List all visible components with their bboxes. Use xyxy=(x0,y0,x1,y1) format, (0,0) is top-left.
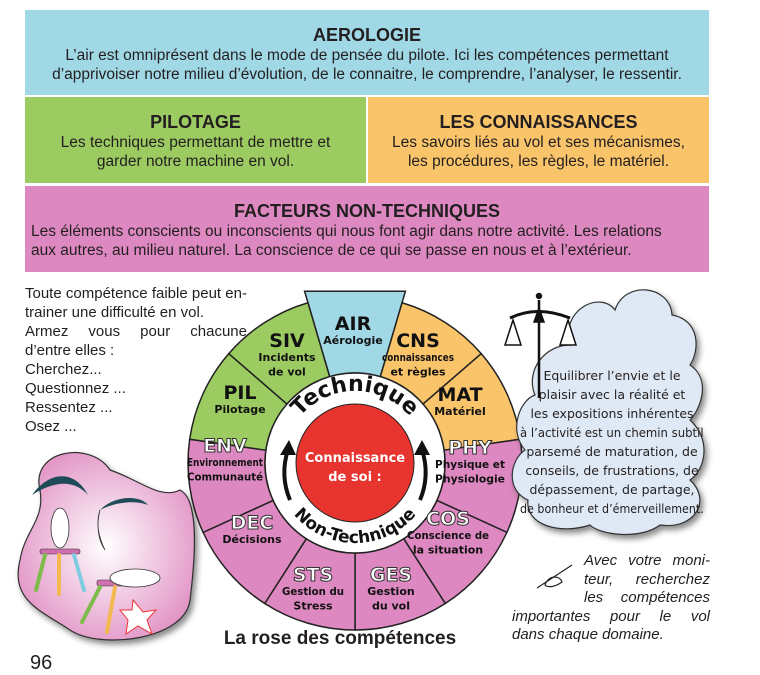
text-line: Equilibrer l’envie et le xyxy=(543,368,681,383)
text-line: dans chaque domaine. xyxy=(512,626,664,643)
segment-code: ENV xyxy=(203,435,247,457)
pen-writing-icon xyxy=(536,564,573,589)
center-circle xyxy=(295,403,415,523)
segment-label: Stress xyxy=(293,600,333,613)
figure-caption: La rose des compétences xyxy=(223,628,457,649)
text-line: trainer une difficulté en vol. xyxy=(25,304,204,321)
section-text: Les techniques permettant de mettre et xyxy=(60,134,331,151)
segment-label: Physique et xyxy=(435,458,505,471)
connaissances-section: LES CONNAISSANCES Les savoirs liés au vo… xyxy=(368,97,709,183)
segment-label: Conscience de xyxy=(407,529,489,542)
text-line: Osez ... xyxy=(25,418,77,435)
segment-label: du vol xyxy=(372,600,410,613)
text-line: parsemé de maturation, de xyxy=(526,444,698,459)
thought-cloud xyxy=(511,289,705,536)
non-techniques-section: FACTEURS NON-TECHNIQUES Les éléments con… xyxy=(25,186,709,272)
segment-label: Communauté xyxy=(187,471,263,484)
segment-label: connaissances xyxy=(382,351,454,364)
section-title: PILOTAGE xyxy=(150,112,241,132)
section-text: Les savoirs liés au vol et ses mécanisme… xyxy=(392,134,685,151)
segment-code: STS xyxy=(293,564,333,586)
balance-scale-icon xyxy=(503,292,578,398)
segment-code: CNS xyxy=(396,330,440,352)
section-title: FACTEURS NON-TECHNIQUES xyxy=(233,201,500,221)
segment-label: Matériel xyxy=(434,405,486,418)
segment-code: GES xyxy=(370,564,412,586)
segment-label: Aérologie xyxy=(323,334,382,347)
segment-label: Environnement xyxy=(187,456,263,469)
segment-label: de vol xyxy=(268,366,306,379)
text-line: les compétences xyxy=(584,589,710,606)
center-title: de soi : xyxy=(328,470,382,485)
page-number: 96 xyxy=(30,652,53,674)
section-text: les procédures, les règles, le matériel. xyxy=(407,153,670,170)
text-line: importantes pour le vol xyxy=(512,607,710,625)
section-text: Les éléments conscients ou inconscients … xyxy=(31,223,662,240)
text-line: conseils, de frustrations, de xyxy=(525,463,699,478)
segment-label: Incidents xyxy=(258,351,316,364)
text-line: Questionnez ... xyxy=(25,380,126,397)
intro-text: Toute compétence faible peut en- trainer… xyxy=(25,284,247,436)
text-line: Armez vous pour chacune xyxy=(25,323,247,340)
pilotage-section: PILOTAGE Les techniques permettant de me… xyxy=(25,97,366,183)
section-title: LES CONNAISSANCES xyxy=(439,112,638,132)
segment-label: Décisions xyxy=(222,533,282,546)
text-line: Ressentez ... xyxy=(25,399,113,416)
cycle-arrows-icon xyxy=(280,440,430,501)
segment-label: Physiologie xyxy=(435,473,505,486)
segment-code: MAT xyxy=(437,384,482,406)
segment-label: Pilotage xyxy=(214,403,265,416)
segment-code: SIV xyxy=(269,330,305,352)
competence-wheel xyxy=(187,290,523,631)
section-text: aux autres, au milieu naturel. La consci… xyxy=(31,242,632,259)
segment-label: Gestion xyxy=(367,585,414,598)
segment-code: PHY xyxy=(448,437,492,459)
section-text: garder notre machine en vol. xyxy=(96,153,295,170)
text-line: dépassement, de partage, xyxy=(529,482,695,497)
segment-label: et règles xyxy=(390,366,446,379)
text-line: d’entre elles : xyxy=(25,342,115,359)
segment-label: la situation xyxy=(413,544,483,557)
center-title: Connaissance xyxy=(305,451,405,466)
text-line: Avec votre moni- xyxy=(584,552,710,569)
text-line: Cherchez... xyxy=(25,361,102,378)
text-line: les expositions inhérentes xyxy=(530,406,694,421)
cloud-text: Equilibrer l’envie et le plaisir avec la… xyxy=(520,366,704,518)
aerologie-section: AEROLOGIE L’air est omniprésent dans le … xyxy=(25,10,709,95)
text-line: plaisir avec la réalité et xyxy=(538,387,686,402)
section-text: d’apprivoiser notre milieu d’évolution, … xyxy=(52,66,682,83)
segment-code: AIR xyxy=(335,313,372,335)
text-line: teur, recherchez xyxy=(584,570,710,588)
text-line: à l’activité est un chemin subtil xyxy=(520,425,704,440)
stool-illustration xyxy=(17,452,196,641)
section-title: AEROLOGIE xyxy=(312,25,421,45)
segment-code: DEC xyxy=(231,512,274,534)
section-text: L’air est omniprésent dans le mode de pe… xyxy=(65,47,669,64)
text-line: Toute compétence faible peut en- xyxy=(25,285,247,302)
segment-code: COS xyxy=(426,508,470,530)
instruction-note: Avec votre moni- teur, recherchez les co… xyxy=(512,552,710,645)
text-line: de bonheur et d’émerveillement. xyxy=(520,501,704,516)
segment-label: Gestion du xyxy=(282,585,344,598)
segment-code: PIL xyxy=(223,382,256,404)
